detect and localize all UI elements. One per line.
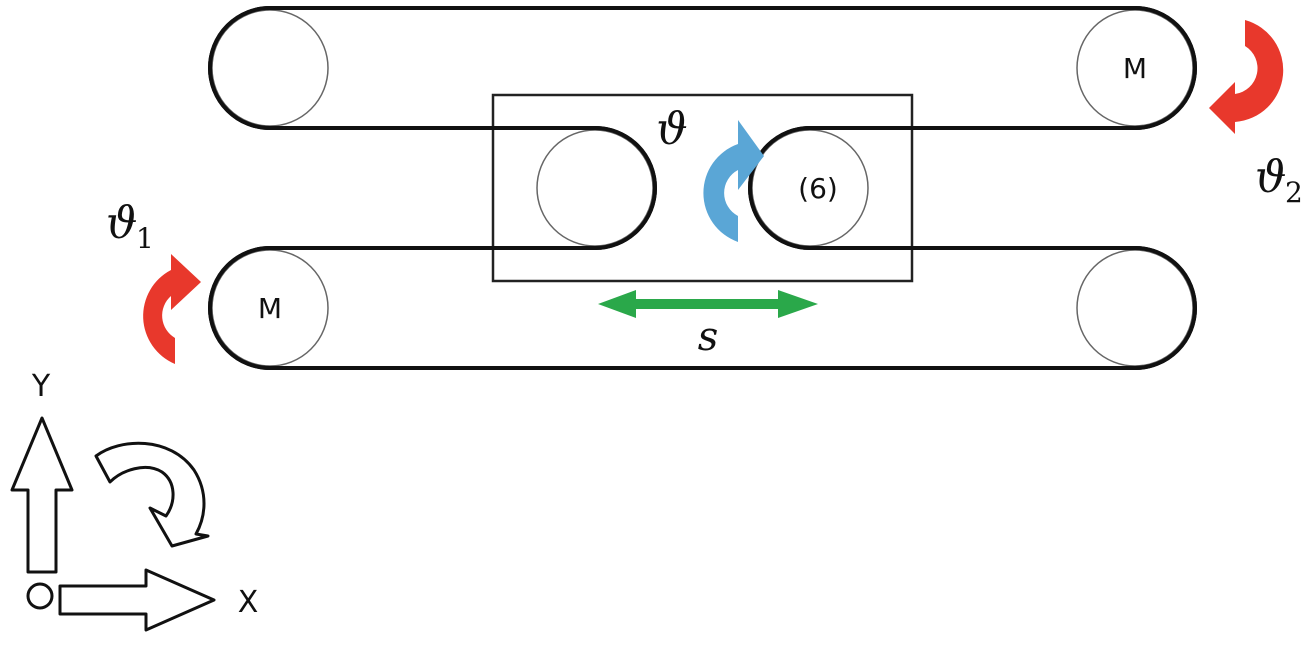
theta2-label: ϑ 2 [1255,152,1303,209]
axis-y-label: Y [31,369,51,404]
curved-arrow-icon [143,254,201,364]
curved-arrow-icon [703,120,764,242]
pulley-number-label: (6) [798,172,838,205]
motor-label-top-right: M [1123,52,1147,85]
svg-text:1: 1 [136,222,154,255]
svg-text:2: 2 [1285,176,1303,209]
axis-x-label: X [238,585,259,620]
top-belt-overlay [208,6,1197,370]
curved-arrow-outline-icon [94,441,210,548]
carriage-frame [491,93,914,283]
pulley-bottom-right [1076,249,1194,367]
theta1-label: ϑ 1 [106,198,154,255]
displacement-label: s [698,314,719,360]
pulley-center-left [536,129,654,247]
circle-icon [26,582,54,610]
pulley-top-left [211,9,329,127]
motor-label-bottom-left: M [258,292,282,325]
curved-arrow-icon [1209,20,1284,134]
up-arrow-icon [10,416,74,574]
svg-text:ϑ: ϑ [1255,152,1286,203]
right-arrow-icon [58,568,216,632]
theta-label: ϑ [656,104,687,155]
svg-text:ϑ: ϑ [106,198,137,249]
double-headed-arrow-icon [598,290,818,318]
